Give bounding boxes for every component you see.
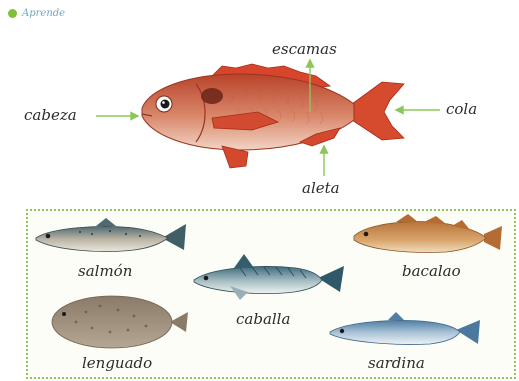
label-sardina: sardina: [368, 354, 425, 372]
cod-illustration: [354, 214, 502, 253]
sole-illustration: [52, 296, 188, 348]
sardine-illustration: [330, 312, 480, 345]
label-lenguado: lenguado: [82, 354, 152, 372]
mackerel-illustration: [194, 254, 344, 300]
salmon-illustration: [36, 218, 186, 252]
label-salmon: salmón: [78, 262, 132, 280]
label-caballa: caballa: [236, 310, 290, 328]
label-bacalao: bacalao: [402, 262, 461, 280]
